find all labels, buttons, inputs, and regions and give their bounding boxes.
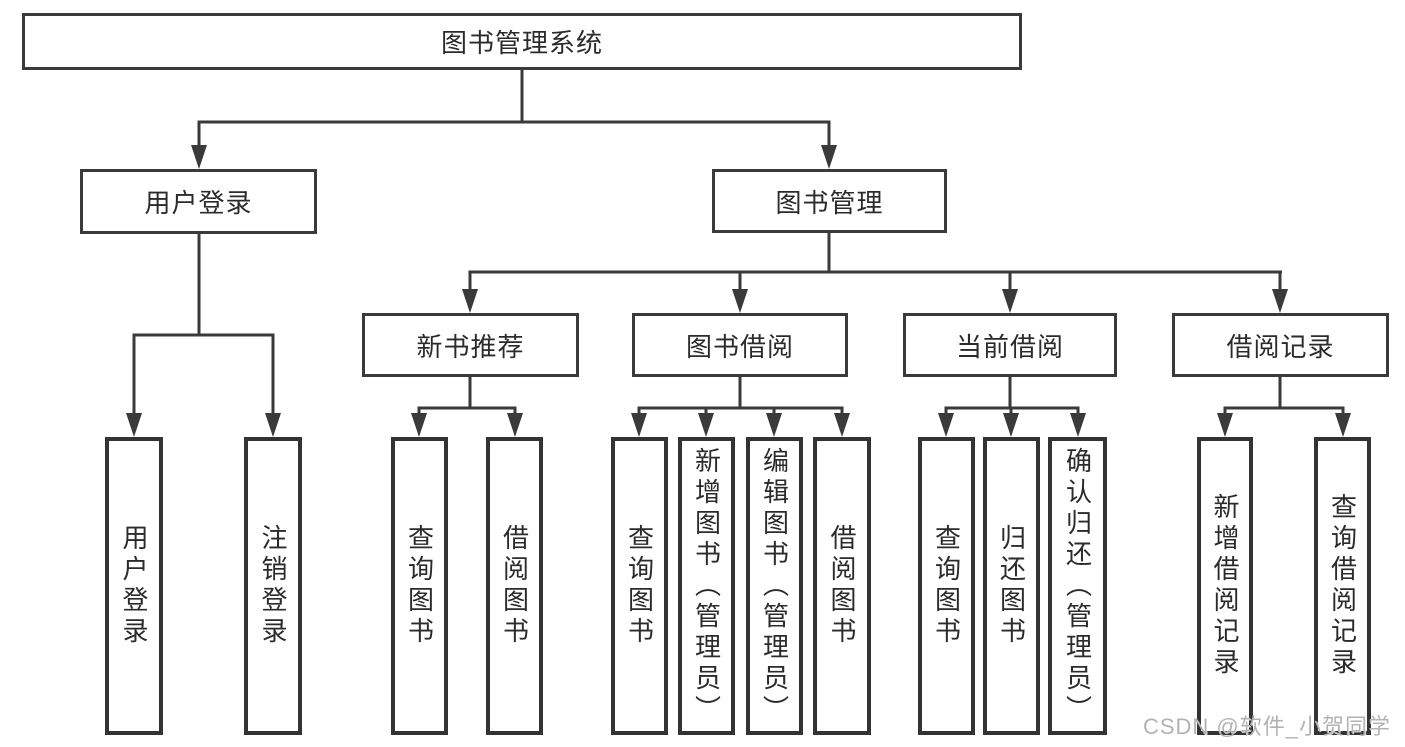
leaf-query-book-borrow-label: 查询图书 [624,524,655,648]
leaf-return-book: 归还图书 [983,437,1040,735]
leaf-logout-label: 注销登录 [258,524,288,648]
node-book-management-label: 图书管理 [775,187,884,218]
leaf-borrow-book-label: 借阅图书 [827,524,857,648]
node-borrow-record: 借阅记录 [1172,313,1389,377]
leaf-query-book-borrow: 查询图书 [611,437,668,735]
leaf-edit-book-admin-label: 编辑图书（管理员） [759,446,790,726]
leaf-query-book-recommend: 查询图书 [391,437,448,735]
leaf-edit-book-admin: 编辑图书（管理员） [746,437,803,735]
node-new-book-recommend: 新书推荐 [362,313,579,377]
leaf-query-book-current-label: 查询图书 [931,524,962,648]
node-book-borrow: 图书借阅 [632,313,848,377]
leaf-query-book-current: 查询图书 [918,437,975,735]
leaf-confirm-return-admin: 确认归还（管理员） [1048,437,1107,735]
leaf-borrow-book: 借阅图书 [813,437,871,735]
node-user-login: 用户登录 [80,169,317,234]
node-book-management: 图书管理 [712,169,947,233]
leaf-query-book-recommend-label: 查询图书 [404,524,435,648]
node-root-system: 图书管理系统 [22,13,1022,70]
leaf-borrow-book-recommend: 借阅图书 [486,437,543,735]
leaf-add-borrow-record: 新增借阅记录 [1197,437,1253,735]
node-current-borrow-label: 当前借阅 [955,331,1064,362]
leaf-user-login: 用户登录 [105,437,163,735]
leaf-add-borrow-record-label: 新增借阅记录 [1210,493,1240,679]
leaf-add-book-admin-label: 新增图书（管理员） [691,446,722,726]
node-root-label: 图书管理系统 [440,28,603,58]
leaf-confirm-return-admin-label: 确认归还（管理员） [1062,446,1093,726]
node-current-borrow: 当前借阅 [903,313,1117,377]
leaf-logout: 注销登录 [244,437,302,735]
leaf-query-borrow-record-label: 查询借阅记录 [1327,493,1358,679]
node-book-borrow-label: 图书借阅 [685,331,794,362]
node-new-book-recommend-label: 新书推荐 [416,331,525,362]
node-borrow-record-label: 借阅记录 [1226,331,1335,362]
leaf-add-book-admin: 新增图书（管理员） [678,437,735,735]
leaf-borrow-book-recommend-label: 借阅图书 [499,524,530,648]
node-user-login-label: 用户登录 [144,188,253,218]
leaf-return-book-label: 归还图书 [996,524,1027,648]
csdn-watermark: CSDN @软件_小贺同学 [1142,714,1391,739]
leaf-query-borrow-record: 查询借阅记录 [1314,437,1371,735]
leaf-user-login-label: 用户登录 [119,524,149,648]
